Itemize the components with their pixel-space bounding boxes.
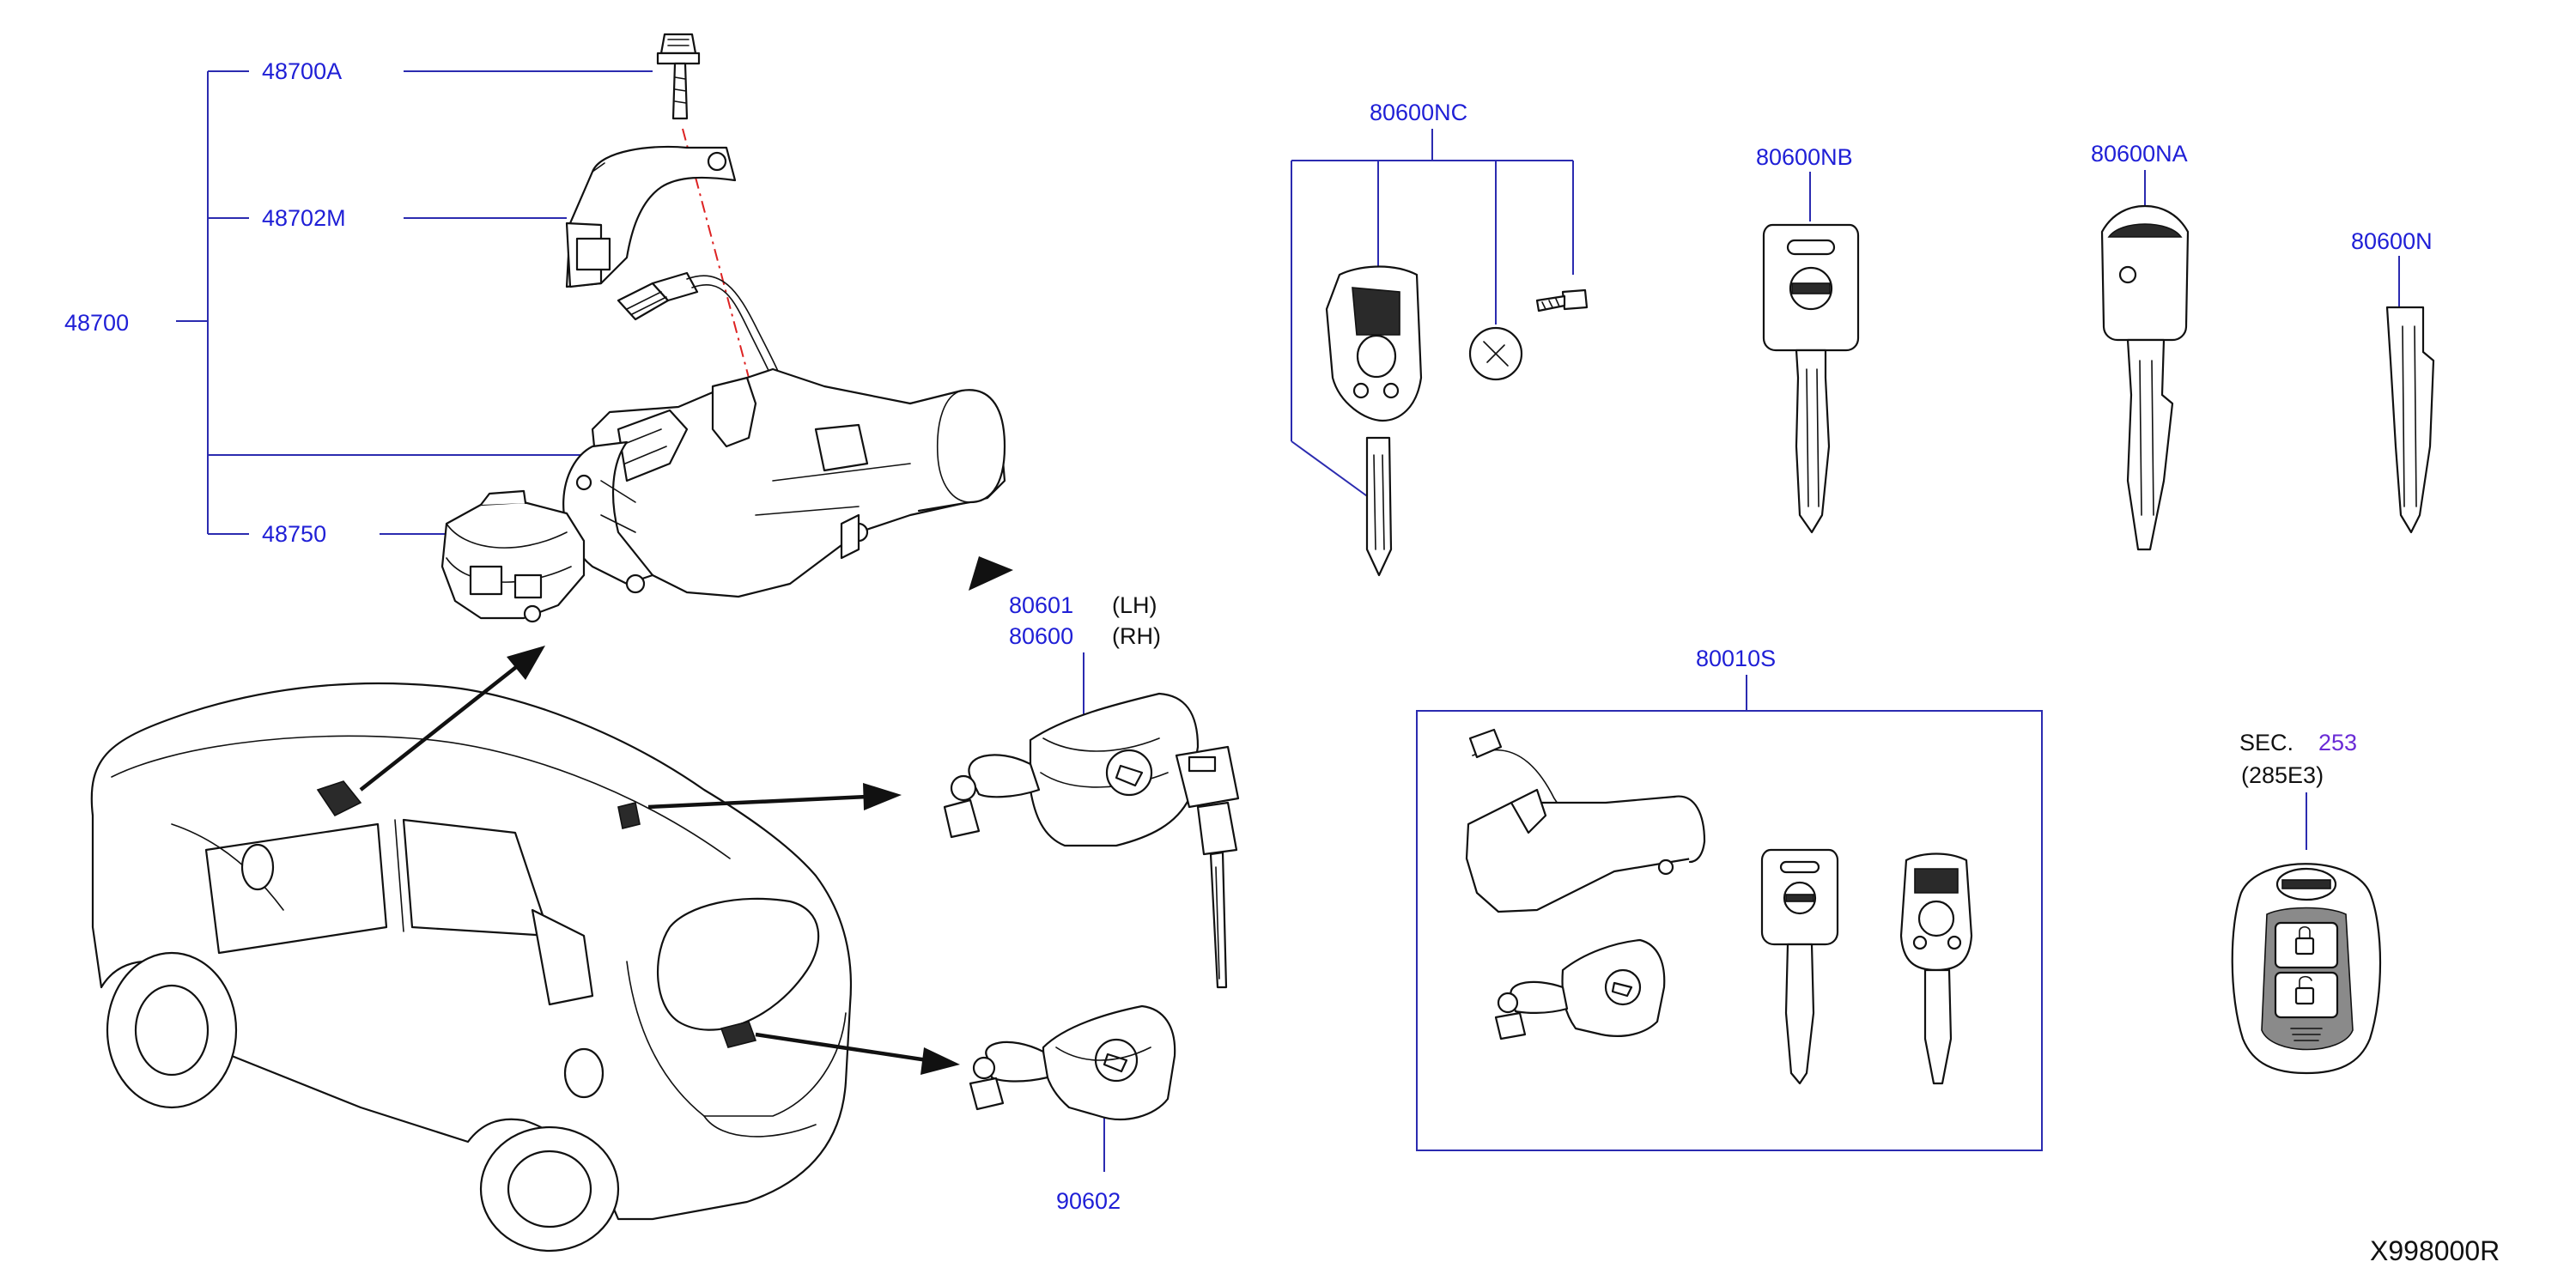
part-label-80010s[interactable]: 80010S bbox=[1696, 646, 1776, 671]
bolt-48700a-drawing bbox=[656, 33, 701, 120]
location-arrows bbox=[359, 646, 960, 1075]
kit-80010s-frame bbox=[1416, 710, 2043, 1151]
kit-80010s-contents-drawing bbox=[1465, 728, 1973, 1085]
door-lock-drawing bbox=[943, 692, 1240, 989]
key-80600nb-drawing bbox=[1762, 223, 1860, 534]
back-door-lock-location-marker bbox=[720, 1021, 757, 1048]
sec-prefix: SEC. bbox=[2239, 730, 2293, 755]
door-lock-location-marker bbox=[617, 802, 641, 829]
side-label-rh: (RH) bbox=[1112, 623, 1161, 649]
part-label-80600[interactable]: 80600 bbox=[1009, 623, 1073, 649]
clamp-48702m-drawing bbox=[565, 145, 737, 288]
part-label-48750[interactable]: 48750 bbox=[262, 521, 326, 547]
ignition-lock-assembly-drawing bbox=[440, 33, 1013, 623]
part-label-48700a[interactable]: 48700A bbox=[262, 58, 342, 84]
direction-triangle bbox=[969, 556, 1013, 591]
blade-80600n-drawing bbox=[2385, 306, 2435, 534]
remote-key-80600nc-drawing bbox=[1325, 265, 1589, 577]
back-door-lock-drawing bbox=[969, 1004, 1176, 1120]
sec-sub-code: (285E3) bbox=[2241, 762, 2324, 788]
part-label-80600nc[interactable]: 80600NC bbox=[1370, 100, 1467, 125]
part-label-48700[interactable]: 48700 bbox=[64, 310, 129, 336]
part-label-80601[interactable]: 80601 bbox=[1009, 592, 1073, 618]
key-80600na-drawing bbox=[2100, 204, 2190, 551]
sec-253-link[interactable]: 253 bbox=[2318, 730, 2357, 755]
part-label-90602[interactable]: 90602 bbox=[1056, 1188, 1121, 1214]
part-label-80600na[interactable]: 80600NA bbox=[2091, 141, 2188, 167]
part-label-80600nb[interactable]: 80600NB bbox=[1756, 144, 1853, 170]
leader-lines bbox=[176, 70, 2400, 1172]
smart-key-drawing bbox=[2231, 863, 2382, 1075]
connector-drawing bbox=[617, 271, 791, 408]
switch-48750-drawing bbox=[440, 489, 586, 623]
diagram-code: X998000R bbox=[2370, 1235, 2500, 1266]
side-label-lh: (LH) bbox=[1112, 592, 1157, 618]
car-outline-drawing bbox=[90, 682, 853, 1253]
steering-lock-body-drawing bbox=[562, 367, 1006, 598]
ignition-lock-location-marker bbox=[316, 780, 362, 817]
labels: 48700A 48702M 48700 48750 80601 (LH) 806… bbox=[64, 58, 2500, 1266]
part-label-48702m[interactable]: 48702M bbox=[262, 205, 346, 231]
part-label-80600n[interactable]: 80600N bbox=[2351, 228, 2433, 254]
